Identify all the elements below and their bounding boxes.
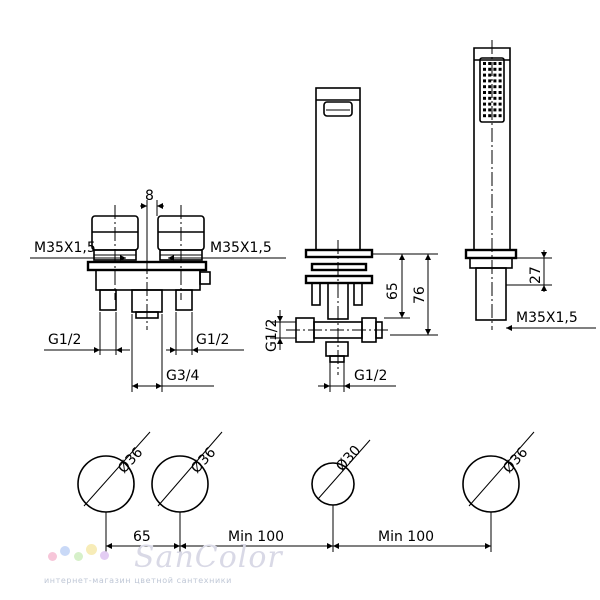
spray-nozzle [498,67,502,71]
watermark-dot [86,544,97,555]
spray-nozzle [488,102,492,106]
hole-diameter-2: Ø36 [188,444,219,476]
watermark-dot [100,551,109,560]
spray-nozzle [493,79,497,83]
spray-nozzle [488,91,492,94]
spray-nozzle [483,62,486,65]
spray-nozzle-grid [483,62,502,118]
spray-nozzle [488,62,492,65]
watermark-dot [60,546,70,556]
spray-nozzle [498,62,502,65]
spray-nozzle [493,96,497,100]
spout-pipe-bottom-label: G1/2 [354,368,387,384]
spray-nozzle [493,85,497,89]
spacing-min100-label-1: Min 100 [228,529,284,545]
watermark-brand: SanColor [134,540,283,575]
watermark-dot [48,552,57,561]
height-65-label: 65 [385,282,401,300]
spray-nozzle [493,73,497,77]
pipe-label-right: G1/2 [196,332,229,348]
spray-nozzle [483,108,486,112]
shower-thread-label: M35X1,5 [516,310,578,326]
spray-nozzle [488,85,492,89]
pipe-label-left: G1/2 [48,332,81,348]
spacing-65-label: 65 [133,529,151,545]
spray-nozzle [498,108,502,112]
pipe-label-bottom: G3/4 [166,368,199,384]
spray-nozzle [483,91,486,94]
spray-nozzle [498,73,502,77]
spray-nozzle [483,96,486,100]
spray-nozzle [493,62,497,65]
hole-diameter-1: Ø36 [115,444,146,476]
mixer-valve-drawing [30,200,286,392]
spray-nozzle [498,91,502,94]
spray-nozzle [483,67,486,71]
height-76-label: 76 [412,286,428,304]
spray-nozzle [488,79,492,83]
spray-nozzle [498,96,502,100]
spray-nozzle [488,96,492,100]
spout-drawing [270,87,438,392]
gap-dimension-label: 8 [145,188,154,204]
spray-nozzle [498,114,502,118]
spray-nozzle [493,67,497,71]
spray-nozzle [493,102,497,106]
spray-nozzle [488,114,492,118]
spray-nozzle [488,73,492,77]
hole-diameter-3: Ø30 [333,443,364,475]
hole-diameter-4: Ø36 [500,444,531,476]
height-27-label: 27 [528,266,544,284]
spray-nozzle [488,67,492,71]
spacing-min100-label-2: Min 100 [378,529,434,545]
watermark-dot [74,552,83,561]
spray-nozzle [483,79,486,83]
spray-nozzle [483,73,486,77]
hole-layout-drawing [77,431,535,552]
thread-label-right: M35X1,5 [210,240,272,256]
watermark-tagline: интернет-магазин цветной сантехники [44,576,232,585]
spout-pipe-side-label: G1/2 [264,319,280,352]
spray-nozzle [498,102,502,106]
spray-nozzle [483,114,486,118]
spray-nozzle [483,102,486,106]
thread-label-left: M35X1,5 [34,240,96,256]
spray-nozzle [498,85,502,89]
hand-shower-drawing [464,40,596,331]
spray-nozzle [483,85,486,89]
spray-nozzle [493,108,497,112]
watermark: SanColor интернет-магазин цветной сантех… [44,540,304,590]
spray-nozzle [498,79,502,83]
spray-nozzle [493,114,497,118]
spray-nozzle [488,108,492,112]
spray-nozzle [493,91,497,94]
